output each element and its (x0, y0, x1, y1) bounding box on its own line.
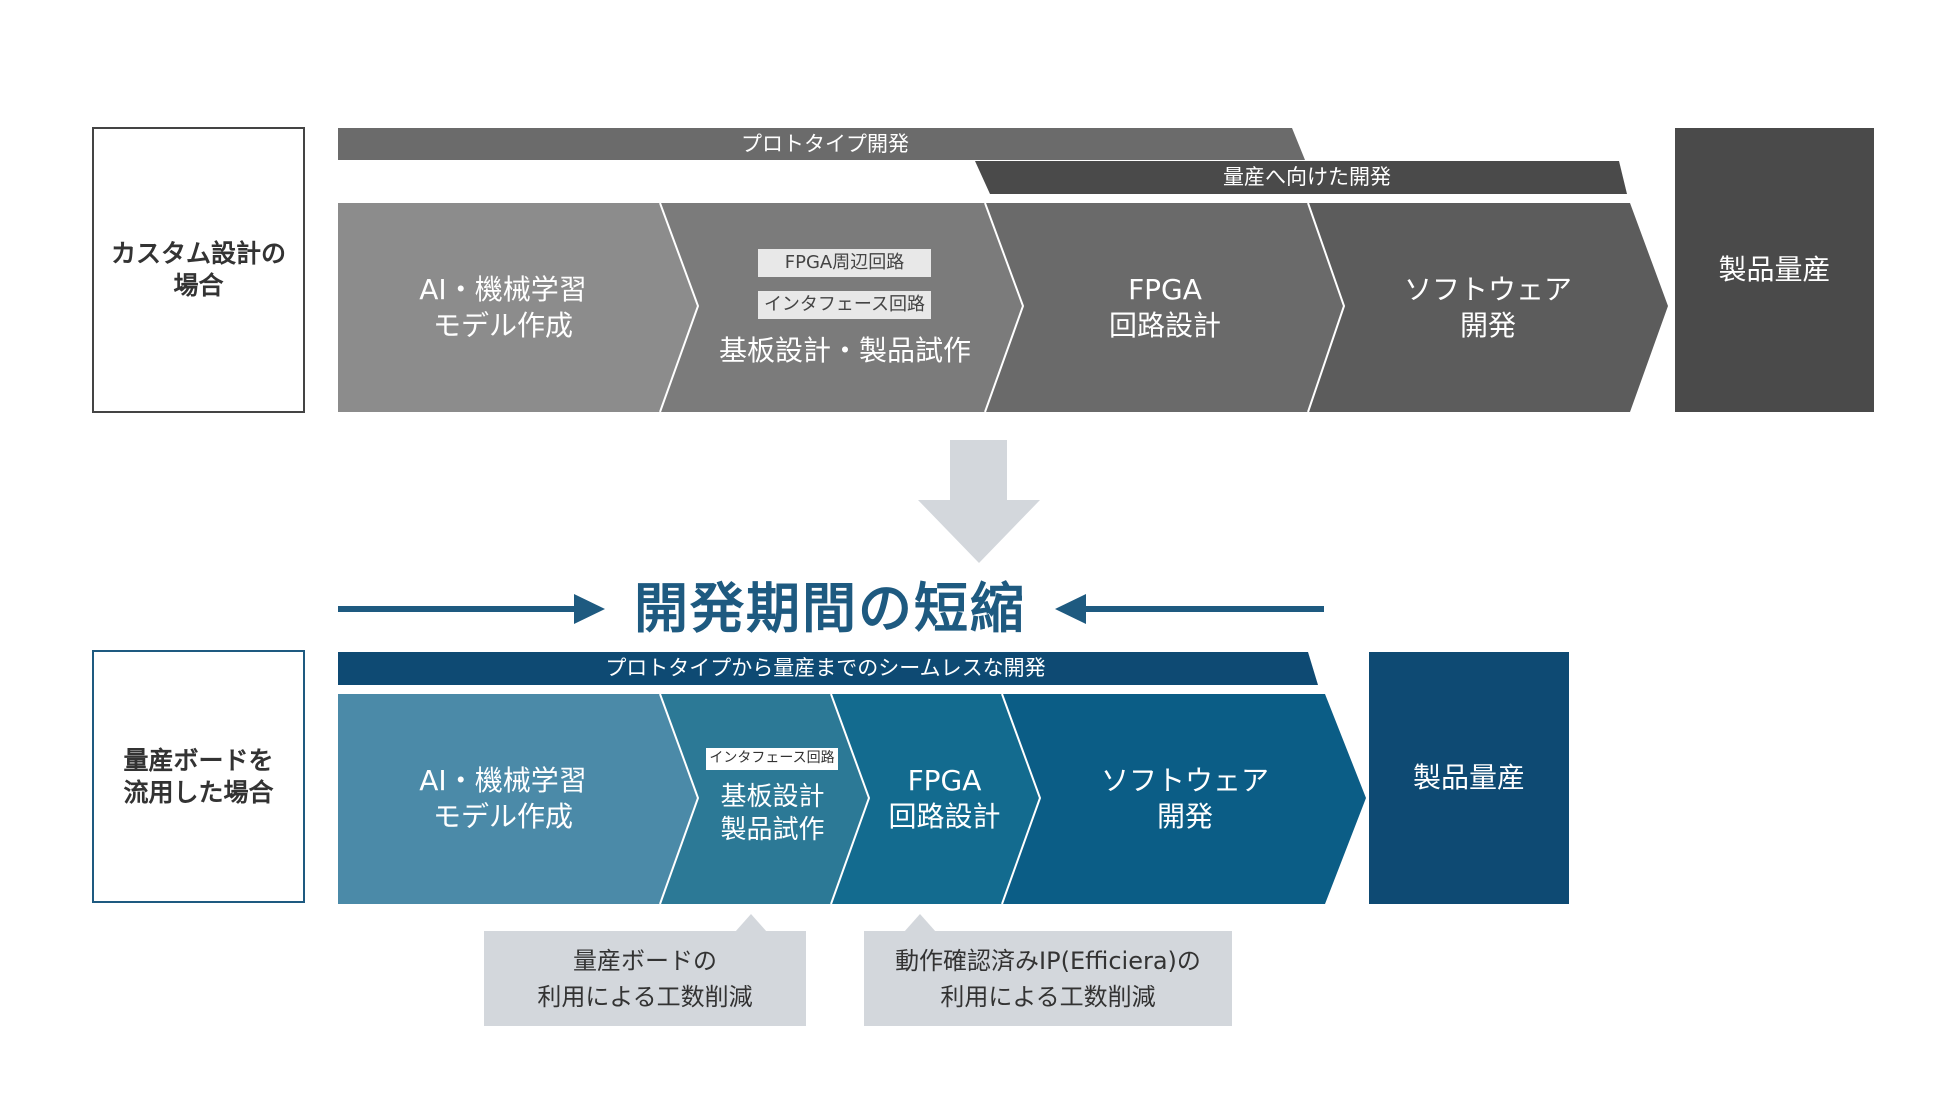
step-software-short (1002, 694, 1366, 904)
step-fpga-label: FPGA 回路設計 (1108, 272, 1221, 342)
down-arrow (918, 440, 1040, 563)
note-board: 量産ボードの 利用による工数削減 (537, 946, 753, 1011)
step-fpga-short (831, 694, 1040, 904)
case-label-reuse: 量産ボードを 流用した場合 (92, 650, 305, 903)
step-ai-short (338, 694, 698, 904)
step-software-short-label: ソフトウェア 開発 (1100, 764, 1269, 833)
step-board-label: 基板設計・製品試作 (718, 334, 971, 368)
band-mass-production (975, 161, 1627, 194)
right-arrow-icon (338, 594, 605, 624)
product-label-bottom: 製品量産 (1412, 761, 1525, 795)
product-block-bottom (1369, 652, 1569, 904)
note-board-pointer (735, 914, 767, 932)
chevron-separators (659, 202, 1346, 413)
product-label-top: 製品量産 (1718, 253, 1831, 287)
page-title: 開発期間の短縮 (634, 577, 1026, 641)
case-label-custom: カスタム設計の 場合 (92, 127, 305, 413)
chevron-separators-short (659, 693, 1042, 905)
step-fpga-short-label: FPGA 回路設計 (888, 764, 1001, 833)
tag-interface-circuit-short: インタフェース回路 (706, 748, 838, 770)
note-ip: 動作確認済みIP(Efficiera)の 利用による工数削減 (895, 946, 1201, 1011)
step-ai (338, 203, 698, 412)
step-ai-short-label: AI・機械学習 モデル作成 (419, 764, 587, 833)
step-software (1308, 203, 1668, 412)
band-seamless-label: プロトタイプから量産までのシームレスな開発 (605, 656, 1046, 681)
note-ip-bg (864, 931, 1232, 1026)
step-ai-label: AI・機械学習 モデル作成 (419, 272, 587, 342)
step-board-short (660, 694, 869, 904)
product-block-top (1675, 128, 1874, 412)
tag-interface-circuit: インタフェース回路 (758, 291, 931, 319)
tag-fpga-peripheral: FPGA周辺回路 (758, 249, 931, 277)
step-board-short-label: 基板設計 製品試作 (720, 781, 825, 845)
note-ip-pointer (904, 914, 936, 932)
left-arrow-icon (1055, 594, 1324, 624)
note-board-bg (484, 931, 806, 1026)
band-prototype (338, 128, 1305, 160)
band-seamless (338, 652, 1318, 685)
band-mass-label: 量産へ向けた開発 (1223, 165, 1391, 190)
step-software-label: ソフトウェア 開発 (1403, 272, 1572, 342)
step-fpga (985, 203, 1344, 412)
band-prototype-label: プロトタイプ開発 (741, 131, 909, 156)
